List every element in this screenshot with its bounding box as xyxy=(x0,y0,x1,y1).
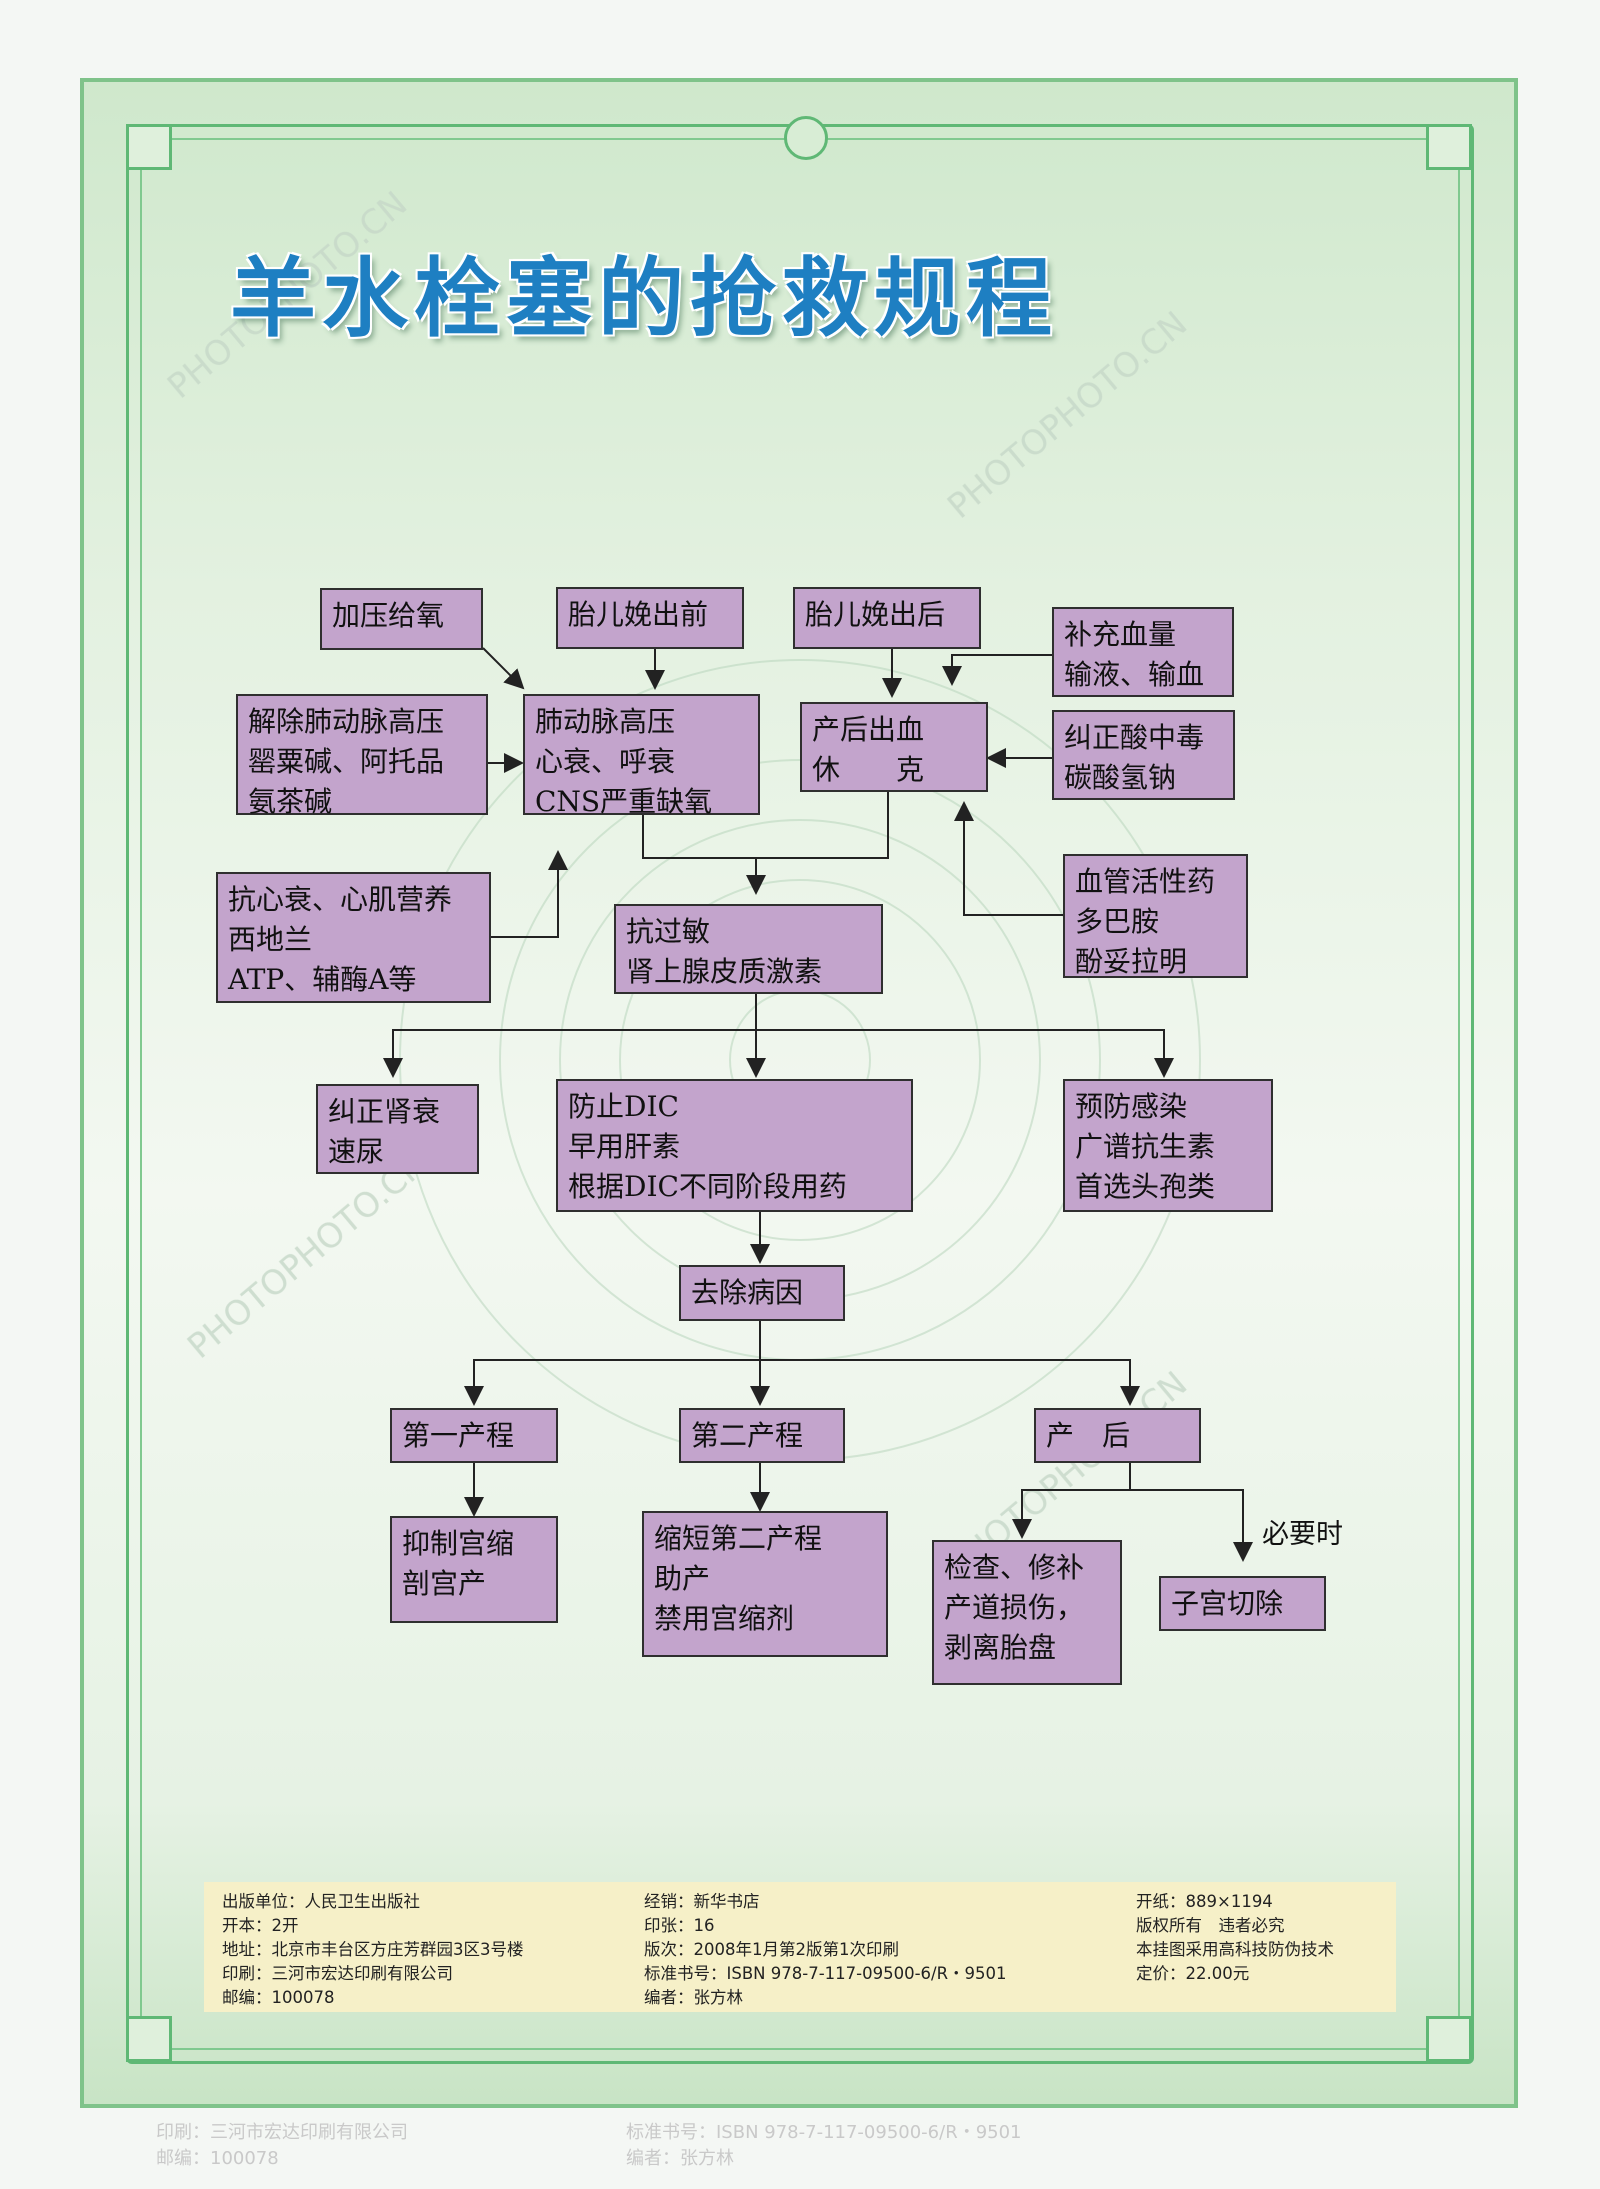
corner-ornament xyxy=(1426,2016,1472,2062)
imprint-column-3: 开纸：889×1194 版权所有 违者必究 本挂图采用高科技防伪技术 定价：22… xyxy=(1136,1890,1334,1986)
box-anti-heart-failure: 抗心衰、心肌营养 西地兰 ATP、辅酶A等 xyxy=(216,872,491,1003)
imprint-sheets: 印张：16 xyxy=(644,1916,715,1935)
top-notch-ornament xyxy=(784,116,828,160)
arrow-ganran xyxy=(392,1029,1174,1078)
imprint-postcode: 邮编：100078 xyxy=(222,1988,335,2007)
imprint-column-1: 出版单位：人民卫生出版社 开本：2开 地址：北京市丰台区方庄芳群园3区3号楼 印… xyxy=(222,1890,524,2010)
box-blood-supplement: 补充血量 输液、输血 xyxy=(1052,607,1234,697)
box-hysterectomy: 子宫切除 xyxy=(1159,1576,1326,1631)
note-if-necessary: 必要时 xyxy=(1262,1519,1343,1550)
connector-stages xyxy=(473,1359,1131,1404)
box-postpartum: 产 后 xyxy=(1034,1408,1201,1463)
box-postpartum-hemorrhage: 产后出血 休 克 xyxy=(800,702,988,792)
reflection-line: 邮编：100078 xyxy=(156,2148,279,2169)
box-inspect-repair: 检查、修补 产道损伤， 剥离胎盘 xyxy=(932,1540,1122,1685)
corner-ornament xyxy=(1426,124,1472,170)
imprint-editor: 编者：张方林 xyxy=(644,1988,743,2007)
imprint-column-2: 经销：新华书店 印张：16 版次：2008年1月第2版第1次印刷 标准书号：IS… xyxy=(644,1890,1007,2010)
imprint-anticounterfeit: 本挂图采用高科技防伪技术 xyxy=(1136,1940,1334,1959)
box-correct-renal-failure: 纠正肾衰 速尿 xyxy=(316,1084,479,1174)
reflection-line: 编者：张方林 xyxy=(626,2148,734,2169)
reflection-line: 印刷：三河市宏达印刷有限公司 xyxy=(156,2122,408,2143)
box-second-stage: 第二产程 xyxy=(679,1408,845,1463)
connector-merge xyxy=(642,790,889,859)
box-relieve-pulmonary-hypertension: 解除肺动脉高压 罂粟碱、阿托品 氨茶碱 xyxy=(236,694,488,818)
box-remove-cause: 去除病因 xyxy=(679,1265,845,1321)
imprint-isbn: 标准书号：ISBN 978-7-117-09500-6/R・9501 xyxy=(644,1964,1007,1983)
box-prevent-infection: 预防感染 广谱抗生素 首选头孢类 xyxy=(1063,1079,1273,1212)
arrow-kangxin xyxy=(490,850,568,938)
box-before-delivery: 胎儿娩出前 xyxy=(556,587,744,649)
corner-ornament xyxy=(126,124,172,170)
arrow-xueguan xyxy=(954,801,1063,916)
imprint-edition: 版次：2008年1月第2版第1次印刷 xyxy=(644,1940,899,1959)
box-after-delivery: 胎儿娩出后 xyxy=(793,587,981,649)
imprint-paper: 开纸：889×1194 xyxy=(1136,1892,1273,1911)
imprint-format: 开本：2开 xyxy=(222,1916,299,1935)
box-vasoactive-drugs: 血管活性药 多巴胺 酚妥拉明 xyxy=(1063,854,1248,978)
arrow-buchong xyxy=(942,654,1052,686)
arrow-zigong xyxy=(1130,1489,1253,1562)
box-anti-allergy: 抗过敏 肾上腺皮质激素 xyxy=(614,904,883,994)
box-shorten-second-stage: 缩短第二产程 助产 禁用宫缩剂 xyxy=(642,1511,888,1657)
imprint-distributor: 经销：新华书店 xyxy=(644,1892,760,1911)
arrow-jiaya xyxy=(482,647,525,690)
box-first-stage: 第一产程 xyxy=(390,1408,558,1463)
imprint-copyright: 版权所有 违者必究 xyxy=(1136,1916,1285,1935)
box-pressure-oxygen: 加压给氧 xyxy=(320,588,483,650)
imprint-publisher: 出版单位：人民卫生出版社 xyxy=(222,1892,420,1911)
imprint-price: 定价：22.00元 xyxy=(1136,1964,1250,1983)
arrow-jiancha xyxy=(1012,1461,1131,1539)
imprint-printer: 印刷：三河市宏达印刷有限公司 xyxy=(222,1964,453,1983)
box-prevent-dic: 防止DIC 早用肝素 根据DIC不同阶段用药 xyxy=(556,1079,913,1212)
imprint-address: 地址：北京市丰台区方庄芳群园3区3号楼 xyxy=(222,1940,524,1959)
page-title: 羊水栓塞的抢救规程 xyxy=(230,249,1058,349)
reflection-line: 标准书号：ISBN 978-7-117-09500-6/R・9501 xyxy=(626,2122,1022,2143)
corner-ornament xyxy=(126,2016,172,2062)
imprint-panel: 出版单位：人民卫生出版社 开本：2开 地址：北京市丰台区方庄芳群园3区3号楼 印… xyxy=(204,1882,1396,2012)
box-inhibit-contraction: 抑制宫缩 剖宫产 xyxy=(390,1516,558,1623)
box-pulmonary-hypertension: 肺动脉高压 心衰、呼衰 CNS严重缺氧 xyxy=(523,694,760,818)
box-correct-acidosis: 纠正酸中毒 碳酸氢钠 xyxy=(1052,710,1235,800)
